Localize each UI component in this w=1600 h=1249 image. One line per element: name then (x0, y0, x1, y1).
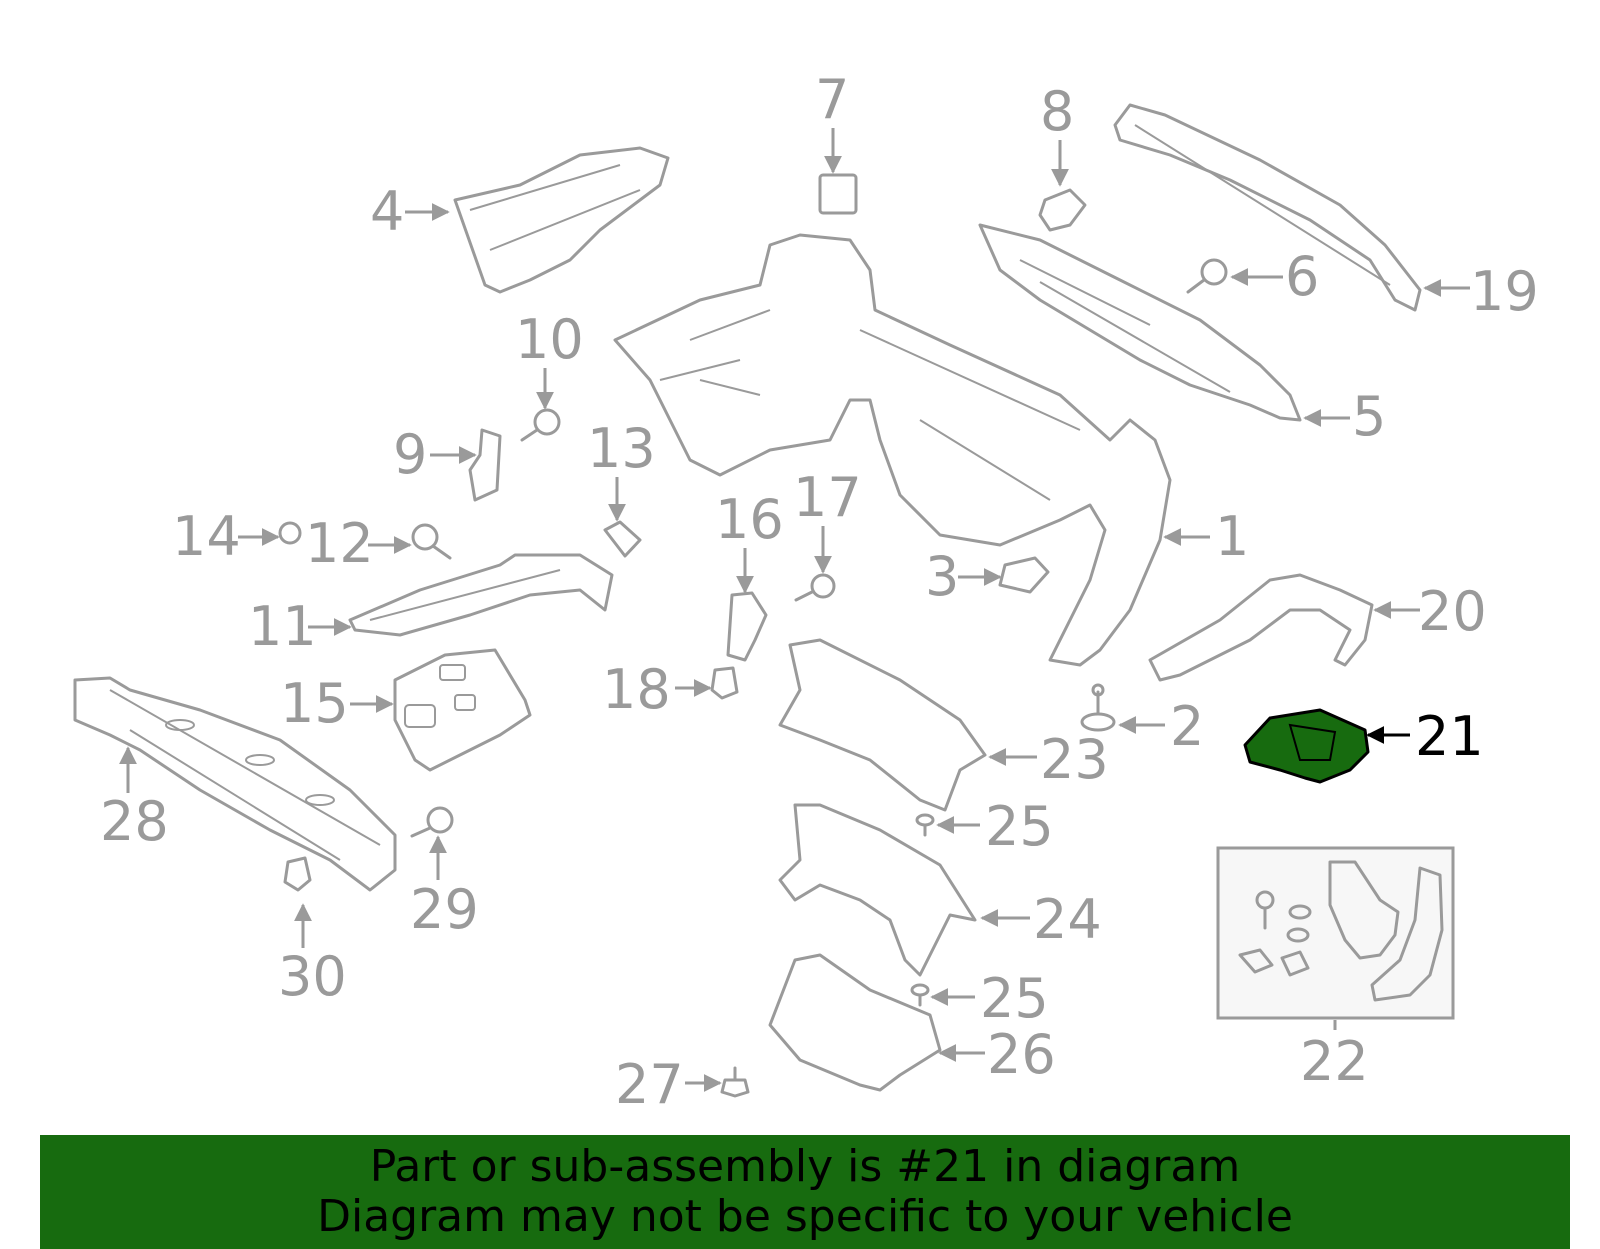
callout-14: 14 (172, 505, 241, 568)
part-15-bracket (393, 648, 532, 772)
callout-26: 26 (987, 1023, 1056, 1086)
part-28-reinforcement-bar (73, 676, 397, 892)
info-banner: Part or sub-assembly is #21 in diagram D… (40, 1135, 1570, 1249)
callout-13: 13 (587, 417, 656, 480)
callout-27: 27 (615, 1053, 684, 1116)
callout-24: 24 (1033, 888, 1102, 951)
callout-18: 18 (602, 658, 671, 721)
callout-30: 30 (278, 945, 347, 1008)
part-9-bracket (468, 428, 502, 502)
callout-6: 6 (1285, 245, 1319, 308)
part-22-kit (1216, 846, 1455, 1020)
part-24-panel (778, 803, 977, 977)
banner-line-disclaimer: Diagram may not be specific to your vehi… (317, 1191, 1293, 1242)
part-3-bracket (998, 556, 1050, 594)
leader-arrows (119, 128, 1470, 1092)
callout-4: 4 (370, 180, 404, 243)
callout-20: 20 (1418, 580, 1487, 643)
part-29-bolt (410, 806, 454, 838)
part-6-bolt (1186, 258, 1228, 294)
part-13-bracket (603, 520, 642, 558)
part-19-reinforcement (1113, 103, 1422, 312)
callout-25-lower: 25 (980, 967, 1049, 1030)
callout-11: 11 (248, 595, 317, 658)
callout-12: 12 (305, 512, 374, 575)
callout-29: 29 (410, 878, 479, 941)
part-2-fastener (1080, 683, 1116, 732)
part-25-bolt-lower (910, 983, 930, 1007)
callout-8: 8 (1040, 80, 1074, 143)
callout-15: 15 (280, 672, 349, 735)
callout-19: 19 (1470, 260, 1539, 323)
callout-10: 10 (515, 308, 584, 371)
parts-diagram: 1 2 3 4 5 6 7 8 9 10 11 12 13 14 15 16 1… (73, 68, 1539, 1116)
part-4-trim (453, 146, 670, 294)
part-12-bolt (411, 523, 452, 560)
part-21-highlighted (1243, 708, 1370, 784)
part-20-bracket (1148, 573, 1374, 682)
callout-1: 1 (1215, 505, 1249, 568)
callout-25-upper: 25 (985, 795, 1054, 858)
callout-5: 5 (1352, 385, 1386, 448)
part-1-bumper-cover (613, 233, 1172, 667)
part-11-bracket (348, 553, 614, 637)
part-8-retainer (1038, 188, 1087, 232)
part-10-bolt (520, 408, 561, 442)
callout-3: 3 (925, 545, 959, 608)
part-5-absorber (978, 223, 1302, 422)
callout-7: 7 (815, 68, 849, 131)
callout-2: 2 (1170, 695, 1204, 758)
callout-9: 9 (393, 423, 427, 486)
part-27-clip (720, 1066, 750, 1098)
banner-line-part: Part or sub-assembly is #21 in diagram (369, 1141, 1241, 1192)
callout-28: 28 (100, 790, 169, 853)
part-18-clip (710, 666, 739, 700)
callout-22: 22 (1300, 1030, 1369, 1093)
part-25-bolt-upper (915, 813, 935, 837)
callout-16: 16 (715, 488, 784, 551)
part-30-nut (283, 856, 312, 892)
callout-21-highlighted: 21 (1415, 705, 1484, 768)
callout-23: 23 (1040, 728, 1109, 791)
part-17-bolt (794, 573, 836, 602)
part-16-bracket (726, 591, 768, 662)
part-7-clip (818, 173, 858, 215)
part-23-panel (778, 638, 987, 812)
part-14-grommet (278, 521, 302, 545)
part-26-panel (768, 953, 942, 1092)
callout-17: 17 (793, 466, 862, 529)
